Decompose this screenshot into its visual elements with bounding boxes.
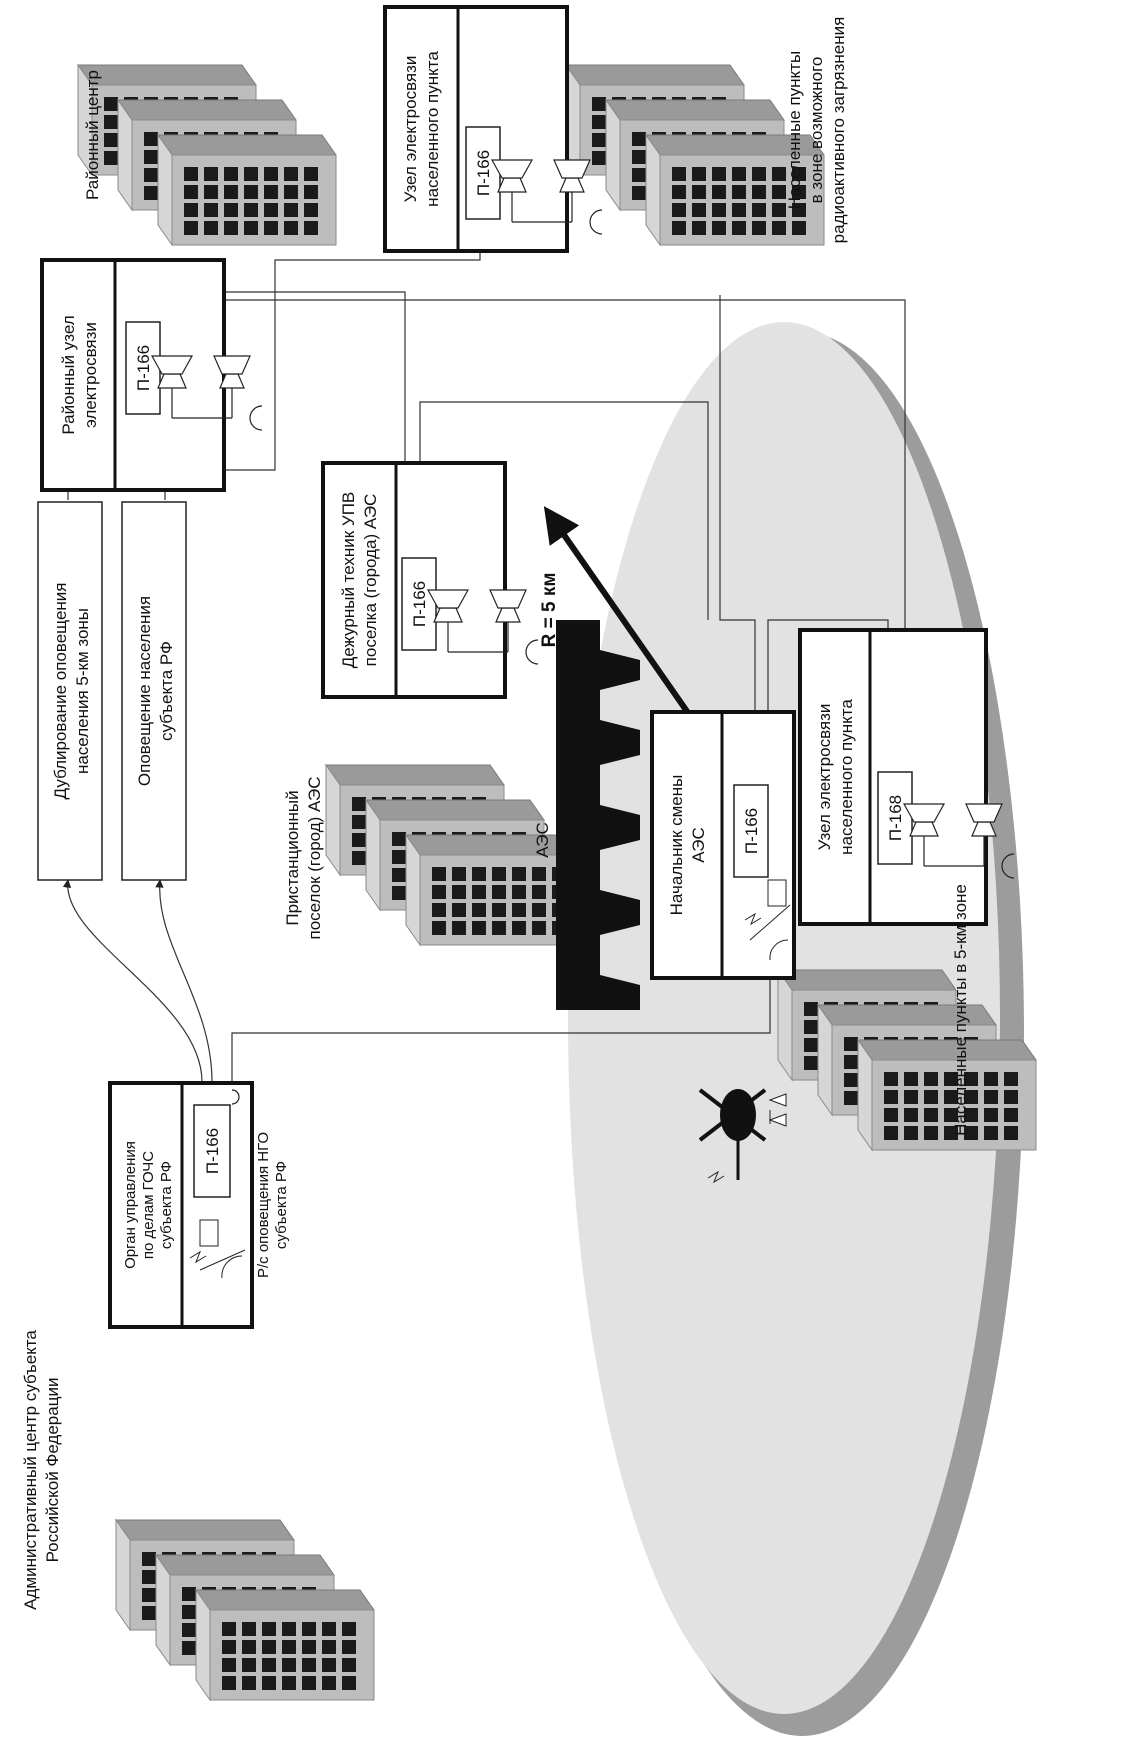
- rs-line2: субъекта РФ: [273, 1161, 290, 1249]
- dub-line1: Дублирование оповещения: [51, 583, 70, 800]
- inzone-node-line2: населенного пункта: [837, 699, 856, 855]
- shift-chief-box: Начальник смены АЭС П-166: [650, 710, 796, 980]
- aes-plant-icon: [556, 620, 640, 1010]
- local-node-p166-label: П-166: [474, 150, 493, 196]
- gochs-line3: субъекта РФ: [158, 1161, 175, 1249]
- district-node-line1: Районный узел: [59, 315, 78, 434]
- local-node-line1: Узел электросвязи: [401, 56, 420, 203]
- local-node-box: Узел электросвязи населенного пункта П-1…: [383, 5, 603, 253]
- local-node-line2: населенного пункта: [423, 51, 442, 207]
- settlements-zone-line2: в зоне возможного: [807, 57, 826, 204]
- district-center-label: Районный центр: [83, 70, 102, 200]
- district-node-box: Районный узел электросвязи П-166: [40, 258, 263, 492]
- station-town-line1: Пристанционный: [283, 790, 302, 925]
- district-node-line2: электросвязи: [81, 322, 100, 428]
- duty-technician-box: Дежурный техник УПВ поселка (города) АЭС…: [321, 461, 539, 699]
- shift-radio-icon: [744, 879, 791, 961]
- radius-label: R = 5 км: [539, 573, 560, 648]
- gochs-radio-icon: [189, 1219, 246, 1279]
- duty-line2: поселка (города) АЭС: [361, 494, 380, 667]
- shift-line1: Начальник смены: [667, 775, 686, 916]
- district-node-p166-label: П-166: [134, 345, 153, 391]
- shift-line2: АЭС: [689, 827, 708, 862]
- opov-line1: Оповещение населения: [135, 596, 154, 786]
- settlements-zone-line3: радиоактивного загрязнения: [829, 17, 848, 244]
- inzone-node-box: Узел электросвязи населенного пункта П-1…: [798, 628, 1015, 926]
- admin-center-line2: Российской Федерации: [43, 1378, 62, 1563]
- inzone-node-line1: Узел электросвязи: [815, 704, 834, 851]
- district-center-buildings: [78, 65, 336, 245]
- settlements-zone-line1: Населенные пункты: [785, 51, 804, 209]
- rs-line1: Р/с оповещения НГО: [255, 1132, 272, 1278]
- settlements-5km-label: Населенные пункты в 5-км зоне: [951, 884, 970, 1136]
- gochs-line1: Орган управления: [122, 1141, 139, 1269]
- opov-line2: субъекта РФ: [157, 641, 176, 741]
- gochs-control-box: Орган управления по делам ГОЧС субъекта …: [108, 1081, 254, 1329]
- dub-notification-box: Дублирование оповещения населения 5-км з…: [37, 501, 103, 881]
- dub-line2: населения 5-км зоны: [73, 608, 92, 774]
- duty-p166-label: П-166: [410, 581, 429, 627]
- radius-arrow: [543, 506, 696, 722]
- duty-line1: Дежурный техник УПВ: [339, 492, 358, 669]
- admin-center-line1: Административный центр субъекта: [21, 1330, 40, 1610]
- inzone-p168-label: П-168: [886, 795, 905, 841]
- aes-label: АЭС: [533, 822, 552, 857]
- helicopter-icon: [698, 1088, 787, 1184]
- population-notification-box: Оповещение населения субъекта РФ: [121, 501, 187, 881]
- shift-p166-label: П-166: [742, 808, 761, 854]
- station-town-line2: поселок (город) АЭС: [305, 776, 324, 939]
- gochs-p166-label: П-166: [203, 1128, 222, 1174]
- admin-center-buildings: [116, 1520, 374, 1700]
- gochs-line2: по делам ГОЧС: [140, 1151, 157, 1259]
